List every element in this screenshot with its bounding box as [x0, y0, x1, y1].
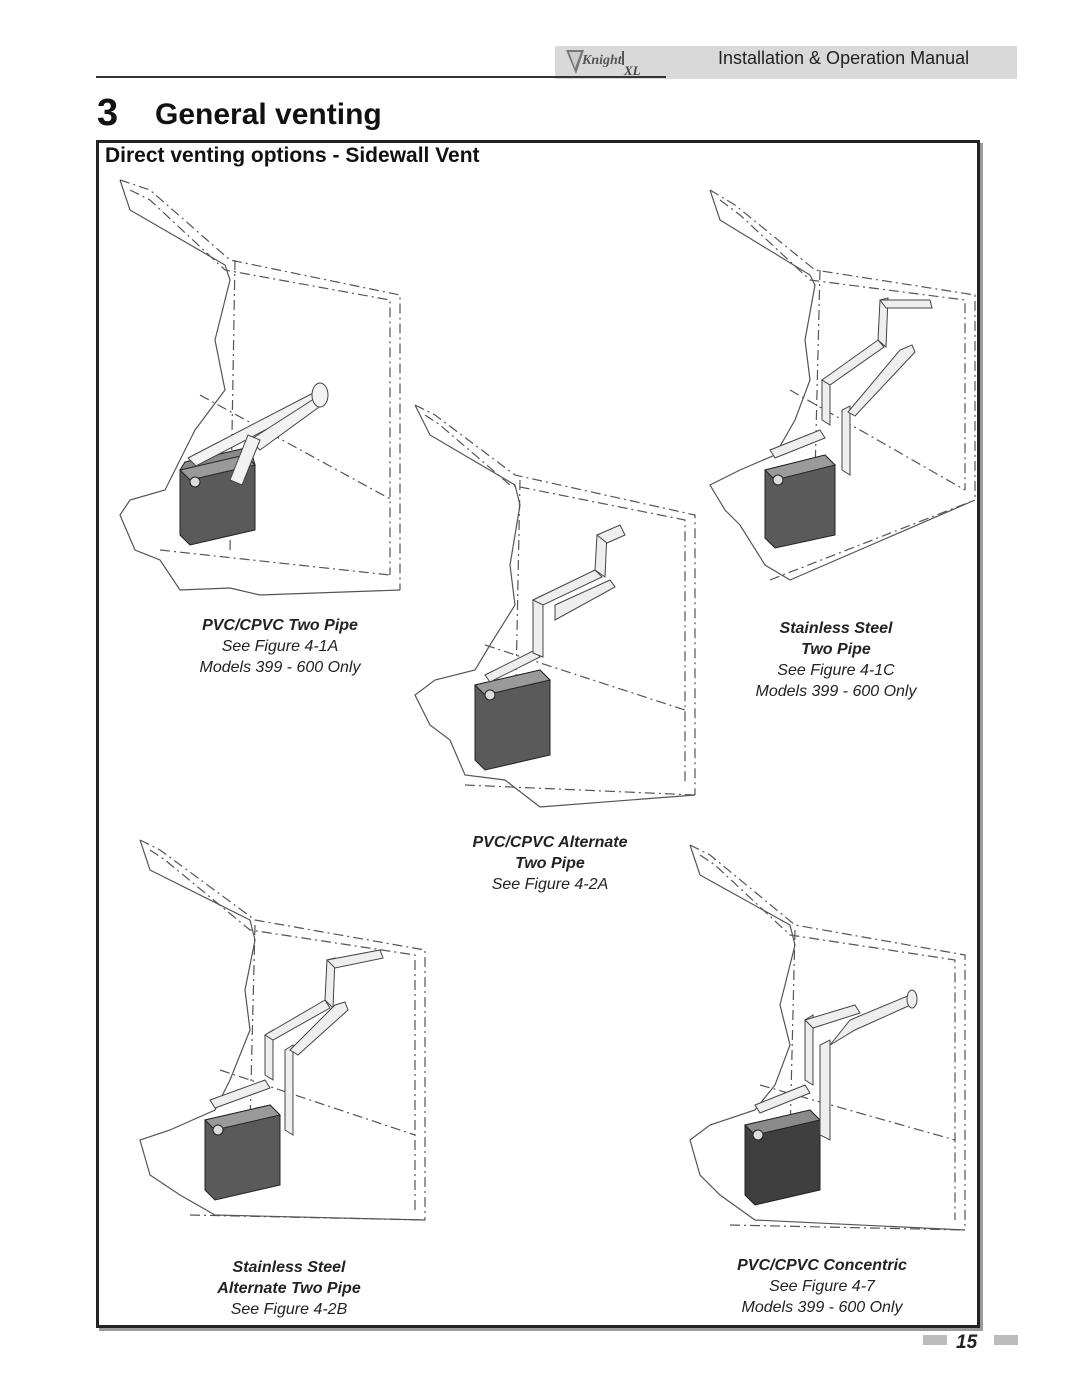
caption-title-line2: Two Pipe: [515, 855, 585, 872]
caption-note: Models 399 - 600 Only: [755, 683, 917, 700]
caption-title: PVC/CPVC Two Pipe: [202, 617, 358, 634]
caption-ref: See Figure 4-1A: [221, 638, 339, 655]
caption-title: PVC/CPVC Concentric: [737, 1257, 907, 1274]
section-title: General venting: [155, 98, 382, 131]
caption-pvc-two-pipe: PVC/CPVC Two Pipe See Figure 4-1A Models…: [170, 615, 390, 678]
caption-title-line2: Alternate Two Pipe: [217, 1280, 361, 1297]
footer-bar-right: [994, 1335, 1018, 1345]
caption-note: Models 399 - 600 Only: [741, 1299, 903, 1316]
svg-text:XL: XL: [623, 63, 641, 78]
knight-xl-logo: Knight XL: [566, 50, 641, 78]
caption-ref: See Figure 4-2B: [230, 1301, 348, 1318]
caption-ref: See Figure 4-1C: [777, 662, 895, 679]
diagram-pvc-alternate-two-pipe: [414, 404, 696, 808]
diagram-pvc-concentric: [689, 844, 966, 1231]
caption-ref: See Figure 4-2A: [491, 876, 609, 893]
panel-title: Direct venting options - Sidewall Vent: [105, 144, 480, 167]
caption-title-line2: Two Pipe: [801, 641, 871, 658]
diagram-pvc-two-pipe: [119, 179, 401, 596]
caption-ss-alternate-two-pipe: Stainless Steel Alternate Two Pipe See F…: [179, 1257, 399, 1320]
svg-text:Knight: Knight: [581, 53, 623, 68]
header-bar: [555, 46, 1017, 79]
section-number: 3: [97, 92, 119, 134]
figure-panel: [96, 140, 980, 1328]
caption-ss-two-pipe: Stainless Steel Two Pipe See Figure 4-1C…: [726, 618, 946, 702]
header-rule: [96, 76, 666, 78]
caption-pvc-alternate-two-pipe: PVC/CPVC Alternate Two Pipe See Figure 4…: [440, 832, 660, 895]
caption-ref: See Figure 4-7: [769, 1278, 875, 1295]
caption-note: Models 399 - 600 Only: [199, 659, 361, 676]
diagram-ss-alternate-two-pipe: [139, 839, 426, 1221]
caption-title-line1: Stainless Steel: [232, 1259, 346, 1276]
page-number: 15: [956, 1332, 978, 1353]
diagram-ss-two-pipe: [709, 189, 976, 581]
caption-title-line1: Stainless Steel: [779, 620, 893, 637]
caption-pvc-concentric: PVC/CPVC Concentric See Figure 4-7 Model…: [712, 1255, 932, 1318]
caption-title-line1: PVC/CPVC Alternate: [472, 834, 628, 851]
footer-bar-left: [923, 1335, 947, 1345]
manual-title: Installation & Operation Manual: [718, 48, 970, 68]
